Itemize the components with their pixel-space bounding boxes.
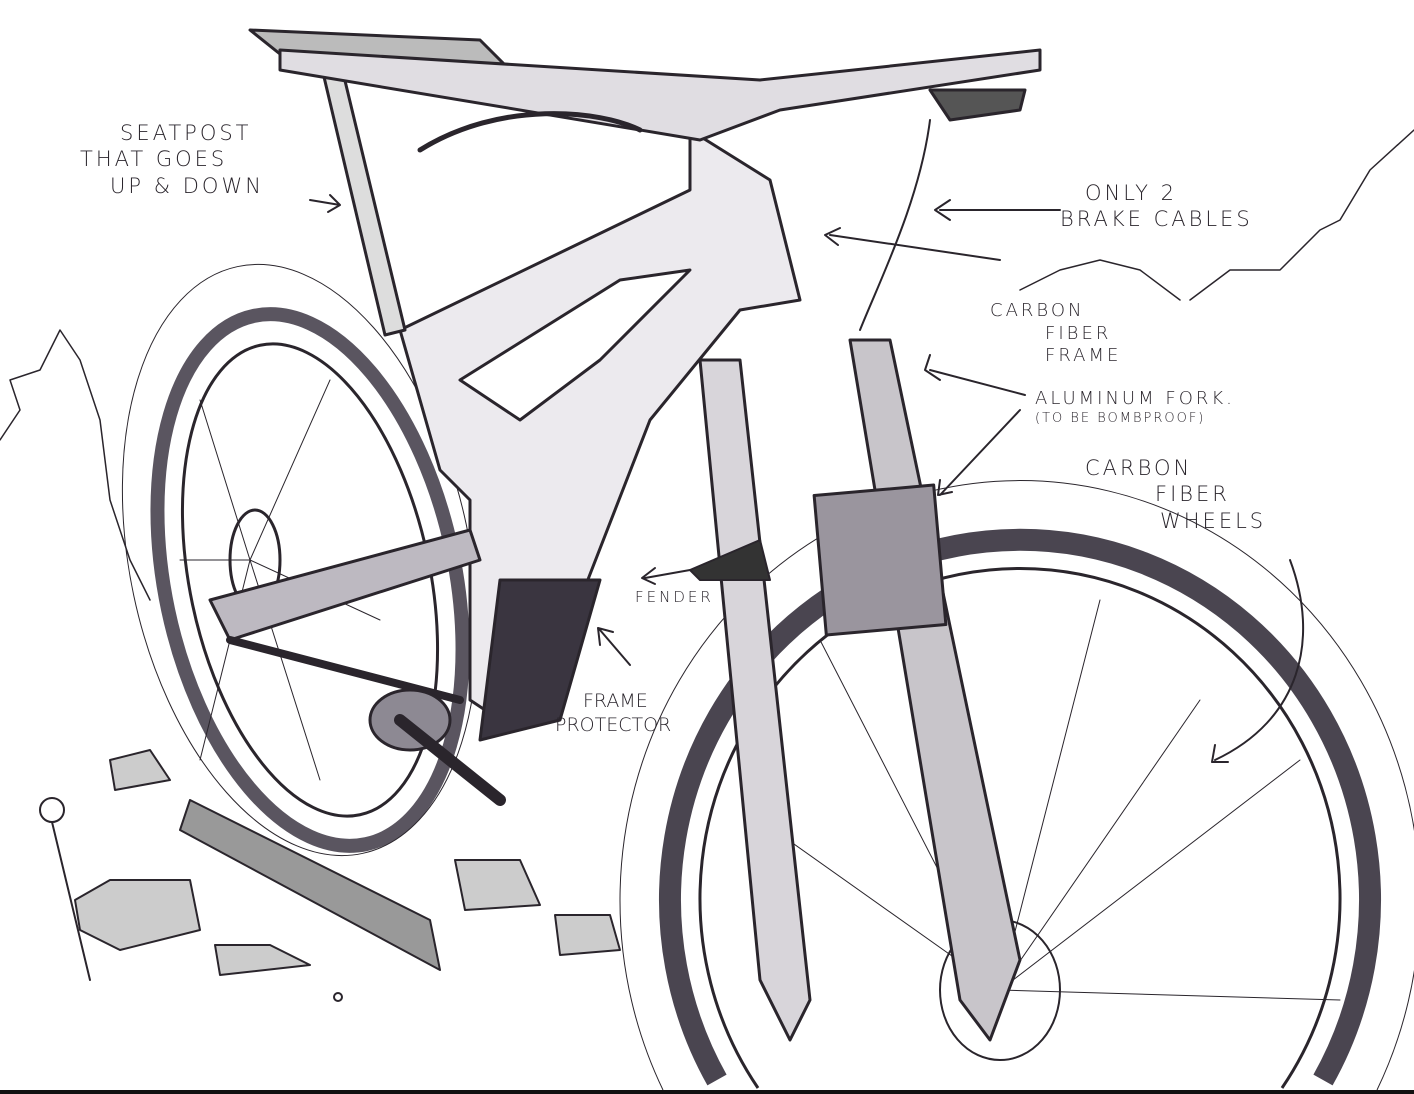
brake-cables-label-line-2: BRAKE CABLES [1060, 207, 1253, 232]
brake-cables-label-line-1: ONLY 2 [1085, 181, 1178, 205]
hill-outline [1189, 129, 1414, 301]
wheels-label-line-3: WHEELS [1160, 508, 1267, 533]
handlebar [278, 48, 1042, 331]
ground-rocks [39, 749, 621, 1002]
wheels-label-line-2: FIBER [1155, 482, 1230, 507]
frame [208, 128, 802, 806]
fork [698, 338, 1022, 1042]
frame-protector-label: FRAME PROTECTOR [555, 690, 671, 738]
wheels-label: CARBON FIBER WHEELS [1085, 455, 1266, 534]
bottom-edge [0, 1090, 1414, 1094]
frame-label-line-2: FIBER [1045, 322, 1112, 344]
frame-label-line-3: FRAME [1045, 345, 1122, 366]
frame-protector-line-2: PROTECTOR [555, 713, 672, 736]
fork-label: ALUMINUM FORK. (TO BE BOMBPROOF) [1035, 388, 1235, 427]
seatpost-label-line-1: SEATPOST [120, 121, 252, 145]
fork-label-line-1: ALUMINUM FORK. [1035, 388, 1235, 409]
annotation-arrows [309, 194, 1305, 763]
hill-outline-2 [1019, 259, 1181, 301]
front-wheel [619, 480, 1414, 1091]
seatpost-label: SEATPOST THAT GOES UP & DOWN [80, 120, 264, 199]
wheels-label-line-1: CARBON [1085, 456, 1193, 480]
frame-label: CARBON FIBER FRAME [990, 300, 1121, 368]
fender-label: FENDER [635, 588, 714, 606]
frame-label-line-1: CARBON [990, 300, 1085, 321]
seatpost-label-line-2: THAT GOES [80, 147, 228, 172]
fender [689, 539, 771, 581]
brake-cables-label: ONLY 2 BRAKE CABLES [1060, 180, 1253, 233]
mountain-outline [0, 329, 151, 601]
seatpost-label-line-3: UP & DOWN [110, 173, 264, 198]
fork-note: (TO BE BOMBPROOF) [1035, 410, 1206, 426]
frame-protector-line-1: FRAME [583, 690, 648, 712]
